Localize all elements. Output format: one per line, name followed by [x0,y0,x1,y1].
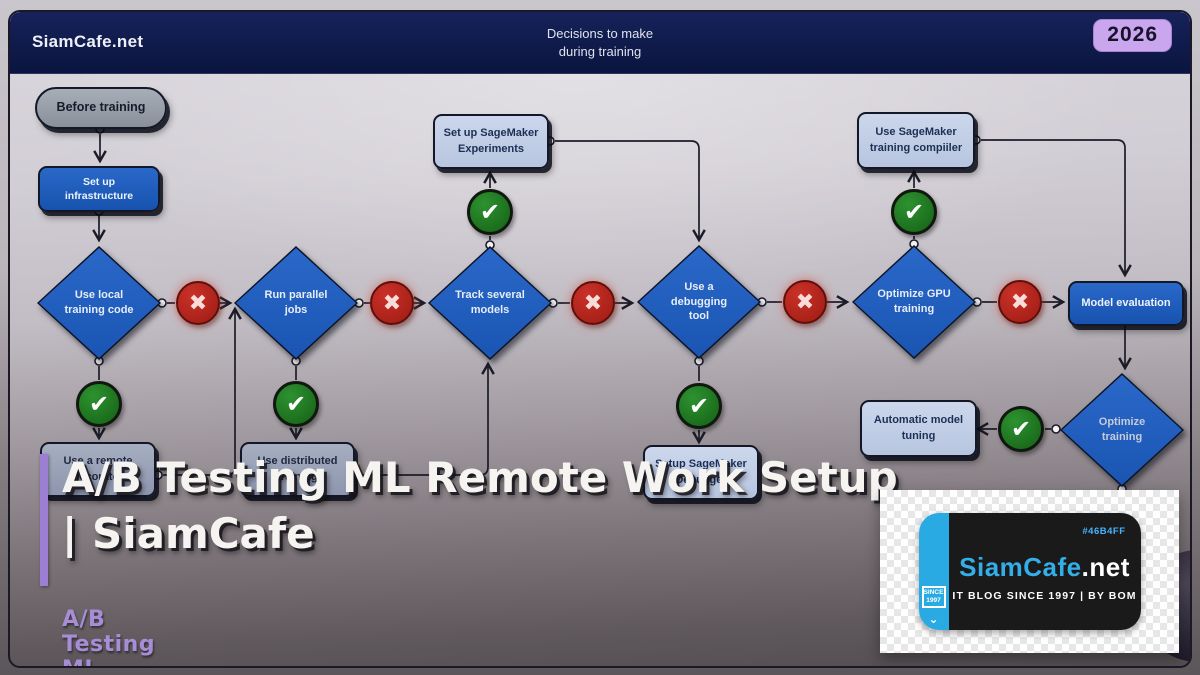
node-label: Use SageMaker training compiiler [869,126,963,154]
slide: SiamCafe.net Decisions to make during tr… [8,10,1192,668]
decision-label: Use a debugging tool [670,280,728,323]
no-icon: ✖ [176,281,220,325]
node-sagemaker-experiments: Set up SageMaker Experiments [433,114,549,169]
page-subtitle: A/B Testing ML Remote Work Setup [62,607,156,666]
since-label-bottom: 1997 [926,596,941,604]
node-label: Set up infrastructure [64,175,134,202]
decision-track-several-models: Track several models [428,246,552,360]
decision-run-parallel-jobs: Run parallel jobs [234,246,358,360]
header-bar: SiamCafe.net Decisions to make during tr… [10,12,1190,74]
decision-use-local-training-code: Use local training code [37,246,161,360]
logo-blue-strip: SINCE 1997 ⌄ [918,513,949,630]
decision-label: Track several models [455,289,525,316]
yes-icon: ✔ [467,189,513,235]
node-label: Model evaluation [1081,296,1171,309]
decision-use-debugging-tool: Use a debugging tool [637,245,761,359]
no-icon: ✖ [998,280,1042,324]
node-sagemaker-debugger: Setup SageMaker Debugger [643,445,759,500]
node-label: Setup SageMaker Debugger [655,458,747,486]
decision-label: Optimize GPU training [877,288,951,315]
no-icon: ✖ [571,281,615,325]
logo-tagline: IT BLOG SINCE 1997 | BY BOM [952,589,1137,602]
logo-body: #46B4FF SiamCafe.net IT BLOG SINCE 1997 … [948,513,1141,630]
since-label-top: SINCE [923,588,944,596]
node-sagemaker-training-compiler: Use SageMaker training compiiler [857,112,975,169]
node-model-evaluation: Model evaluation [1068,281,1184,326]
page-title: A/B Testing ML Remote Work Setup | SiamC… [62,450,902,562]
decision-optimize-gpu-training: Optimize GPU training [852,245,976,359]
node-automatic-model-tuning: Automatic model tuning [860,400,977,457]
node-setup-infrastructure: Set up infrastructure [38,166,160,212]
decision-optimize-training: Optimize training [1060,373,1184,487]
page-title-line2: | SiamCafe [62,509,315,558]
yes-icon: ✔ [998,406,1044,452]
brand-text: SiamCafe.net [32,32,144,51]
node-label: Automatic model tuning [873,414,964,442]
header-caption-line2: during training [558,43,642,59]
yes-icon: ✔ [76,381,122,427]
logo-hex-label: #46B4FF [1082,526,1126,537]
yes-icon: ✔ [273,381,319,427]
siamcafe-logo: SINCE 1997 ⌄ #46B4FF SiamCafe.net IT BLO… [918,513,1141,630]
header-caption-line1: Decisions to make [546,25,654,41]
no-icon: ✖ [783,280,827,324]
no-icon: ✖ [370,281,414,325]
logo-brand-primary: SiamCafe [959,551,1082,582]
header-caption: Decisions to make during training [547,24,653,60]
decision-label: Optimize training [1098,416,1146,443]
flow-connectors [92,124,1132,494]
node-before-training: Before training [35,87,167,129]
node-distributed-training: Use distributed training [240,442,355,497]
yes-icon: ✔ [891,189,937,235]
since-1997-badge: SINCE 1997 [921,585,946,608]
decision-label: Use local training code [64,289,134,316]
logo-brand-suffix: .net [1081,551,1130,582]
title-accent-bar [40,454,48,586]
node-label: Use a remote decorator [63,455,133,483]
node-label: Use distributed training [257,455,338,483]
node-label: Set up SageMaker Experiments [443,127,539,155]
logo-brand-name: SiamCafe.net [959,552,1130,583]
chevron-down-icon: ⌄ [928,612,939,626]
page-title-line1: A/B Testing ML Remote Work Setup [62,453,898,502]
logo-card: SINCE 1997 ⌄ #46B4FF SiamCafe.net IT BLO… [880,490,1179,653]
node-remote-decorator: Use a remote decorator [40,442,156,497]
year-badge: 2026 [1093,19,1172,52]
yes-icon: ✔ [676,383,722,429]
flowchart: Before training Set up infrastructure Se… [10,12,1190,666]
decision-label: Run parallel jobs [264,289,328,316]
node-label: Before training [56,100,146,115]
